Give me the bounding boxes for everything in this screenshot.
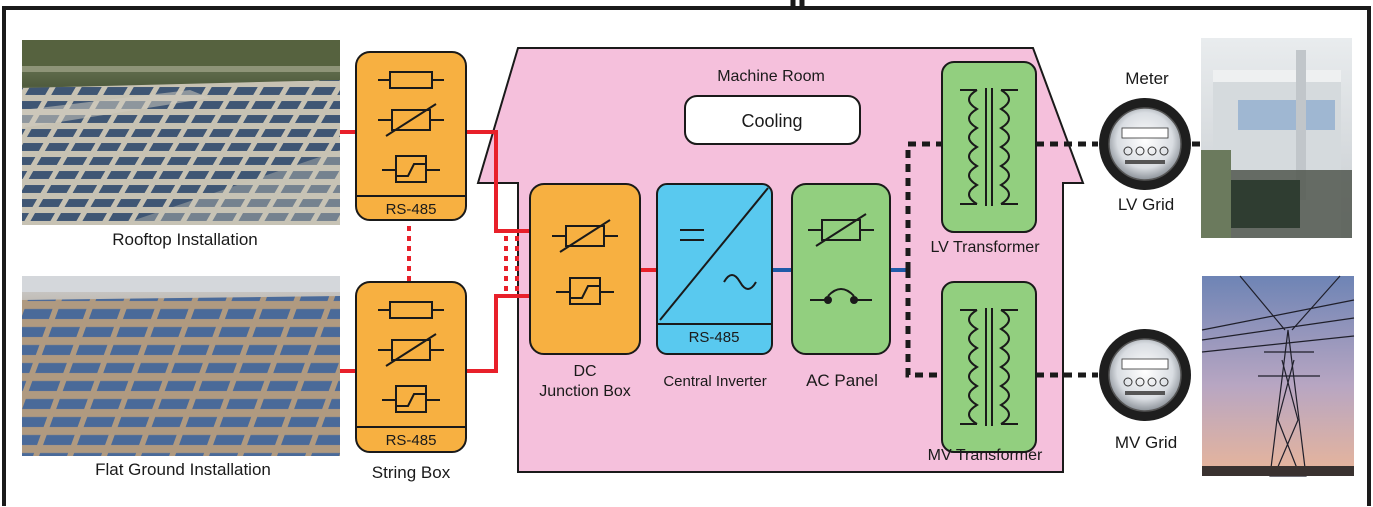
string-box-bottom-rs485: RS-485 [386, 432, 437, 449]
cooling-box: Cooling [684, 95, 861, 145]
surge-arrester-icon [378, 103, 444, 137]
breaker-icon [382, 155, 440, 183]
dc-symbol-icon [680, 229, 704, 241]
ac-panel [791, 183, 891, 355]
string-box-bottom: RS-485 [355, 281, 467, 453]
meter-label: Meter [1125, 69, 1169, 88]
rooftop-installation-label: Rooftop Installation [112, 230, 258, 249]
dc-junction-label-line1: DC [573, 363, 596, 380]
ac-wave-icon [723, 274, 757, 290]
transformer-icon [960, 308, 1018, 426]
surge-arrester-icon [378, 333, 444, 367]
central-inverter: RS-485 [656, 183, 773, 355]
grid-wiring-dotted [905, 141, 1204, 378]
inverter-rs485: RS-485 [689, 329, 740, 346]
switch-icon [810, 288, 872, 304]
string-box-label: String Box [372, 463, 451, 482]
mv-transformer [941, 281, 1037, 453]
transformer-icon [960, 88, 1018, 206]
lv-grid-label: LV Grid [1118, 195, 1174, 214]
surge-arrester-icon [552, 219, 618, 253]
breaker-icon [556, 277, 614, 305]
transmission-tower-photo [1201, 275, 1355, 477]
dc-wiring [340, 130, 657, 373]
lv-transformer [941, 61, 1037, 233]
machine-room-house [476, 47, 1085, 473]
lv-transformer-label: LV Transformer [930, 239, 1040, 256]
ac-panel-label: AC Panel [806, 371, 878, 390]
fuse-icon [378, 301, 444, 319]
dc-junction-box [529, 183, 641, 355]
cooling-label: Cooling [741, 111, 802, 131]
string-box-top: RS-485 [355, 51, 467, 221]
lv-meter-icon [1099, 98, 1191, 190]
fuse-icon [378, 71, 444, 89]
mv-grid-label: MV Grid [1115, 433, 1177, 452]
dc-wiring-dotted [407, 226, 519, 296]
central-inverter-label: Central Inverter [663, 373, 766, 390]
string-box-top-rs485: RS-485 [386, 201, 437, 218]
flat-ground-photo [22, 276, 340, 456]
building-photo [1201, 38, 1352, 238]
surge-arrester-icon [808, 213, 874, 247]
rooftop-photo [22, 40, 340, 225]
mv-meter-icon [1099, 329, 1191, 421]
flat-ground-installation-label: Flat Ground Installation [95, 460, 271, 479]
dc-junction-label-line2: Junction Box [539, 383, 631, 400]
breaker-icon [382, 385, 440, 413]
mv-transformer-label: MV Transformer [928, 447, 1043, 464]
machine-room-label: Machine Room [717, 68, 825, 85]
